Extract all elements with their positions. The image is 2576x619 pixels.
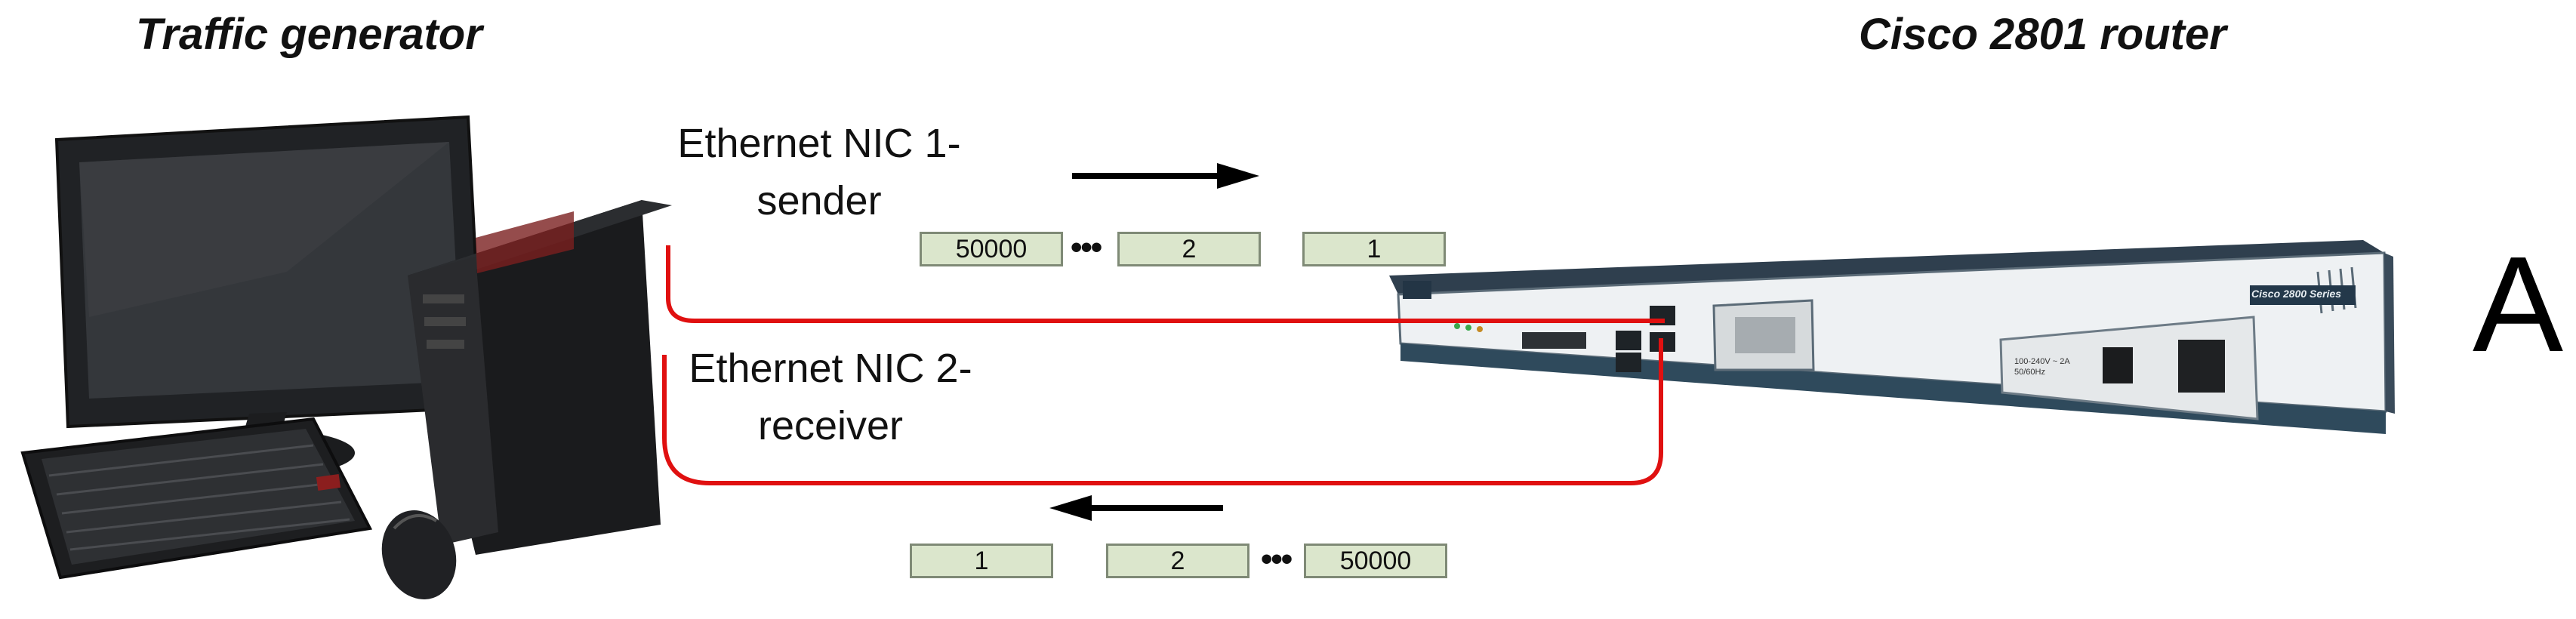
cable-path-sender xyxy=(666,245,1665,323)
nic1-label: Ethernet NIC 1- sender xyxy=(672,115,966,229)
packet-inbound: 50000 xyxy=(1304,544,1447,578)
packet-outbound: 50000 xyxy=(920,232,1063,266)
mouse-icon xyxy=(381,510,457,599)
router-icon xyxy=(1389,240,2395,434)
nic1-label-line1: Ethernet NIC 1- xyxy=(677,121,961,166)
cable-receiver xyxy=(662,338,1663,485)
packet-inbound: 1 xyxy=(910,544,1053,578)
cable-sender xyxy=(666,245,1665,323)
monitor-icon xyxy=(54,115,485,476)
router-title: Cisco 2801 router xyxy=(1859,10,2226,59)
panel-label: A xyxy=(2473,229,2564,380)
arrow-right-icon xyxy=(1072,163,1259,189)
ellipsis-outbound: ••• xyxy=(1071,229,1102,266)
packet-inbound: 2 xyxy=(1106,544,1249,578)
nic2-label-line2: receiver xyxy=(757,403,904,448)
arrow-left-icon xyxy=(1049,495,1223,521)
ellipsis-inbound: ••• xyxy=(1261,540,1293,577)
router-psu-text: 100-240V ~ 2A 50/60Hz xyxy=(2014,357,2070,377)
nic2-label: Ethernet NIC 2- receiver xyxy=(679,340,981,454)
tower-pc-icon xyxy=(408,200,672,555)
cable-path-receiver xyxy=(662,338,1663,485)
packet-outbound: 2 xyxy=(1117,232,1261,266)
packet-outbound: 1 xyxy=(1302,232,1446,266)
traffic-generator-title: Traffic generator xyxy=(136,10,482,59)
nic2-label-line1: Ethernet NIC 2- xyxy=(689,346,972,391)
keyboard-icon xyxy=(20,417,373,580)
nic1-label-line2: sender xyxy=(756,178,882,223)
router-brand-text: Cisco 2800 Series xyxy=(2251,288,2342,300)
